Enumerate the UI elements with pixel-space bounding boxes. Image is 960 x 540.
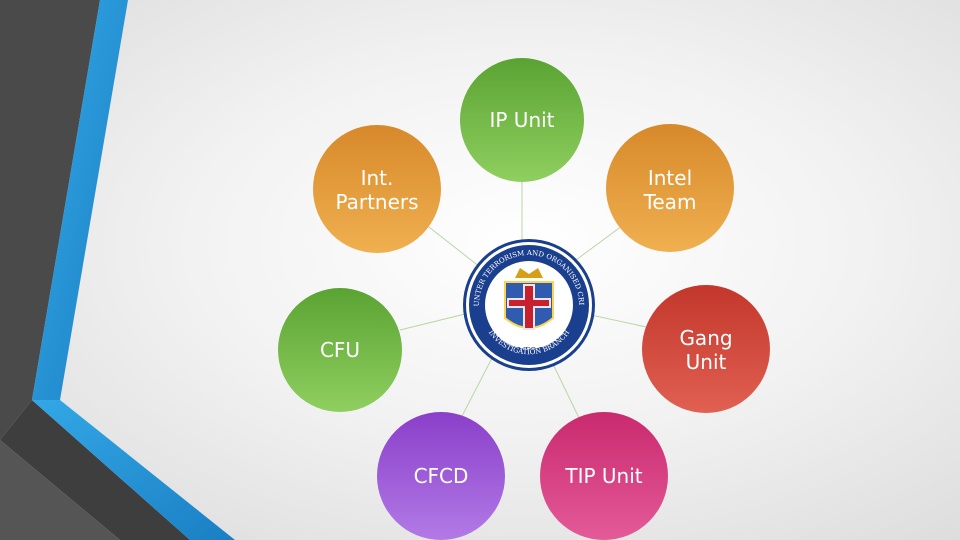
node-gang-unit[interactable] <box>642 285 770 413</box>
node-tip-unit[interactable] <box>540 412 668 540</box>
left-stripe-decoration <box>0 0 235 540</box>
svg-text:C-TOC: C-TOC <box>514 347 544 357</box>
node-cfcd[interactable] <box>377 412 505 540</box>
node-cfu[interactable] <box>278 288 402 412</box>
crown-icon <box>515 268 543 278</box>
node-int-partners[interactable] <box>313 125 441 253</box>
node-ip-unit[interactable] <box>460 58 584 182</box>
node-intel-team[interactable] <box>606 124 734 252</box>
